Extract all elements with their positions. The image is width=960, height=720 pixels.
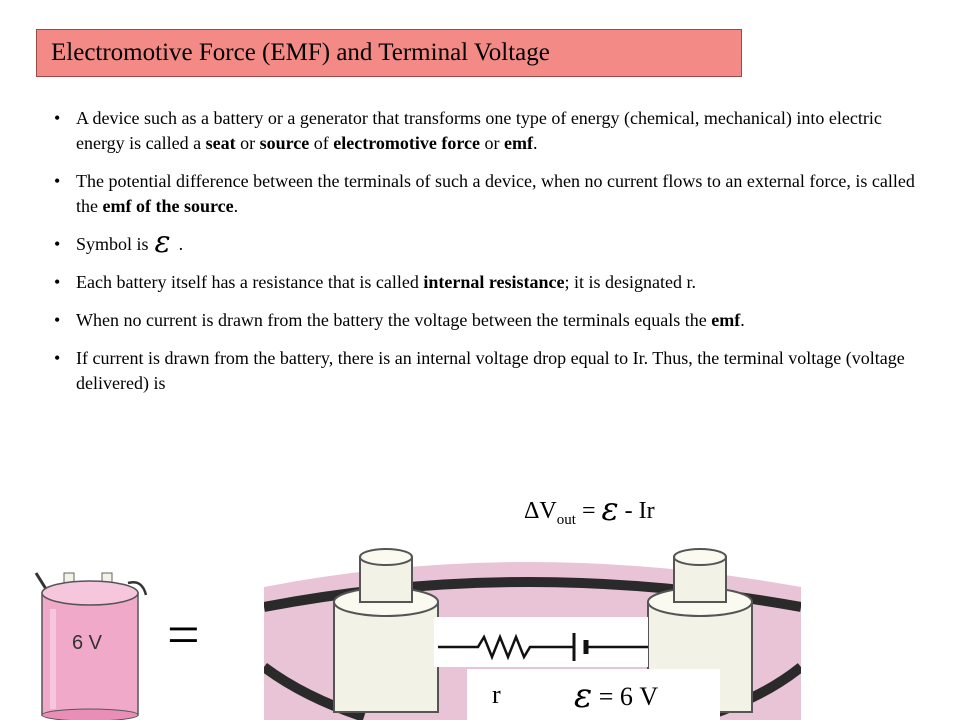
bullet-list: A device such as a battery or a generato… [50, 106, 930, 409]
bullet-terminal-voltage: If current is drawn from the battery, th… [50, 346, 930, 396]
bullet-no-current: When no current is drawn from the batter… [50, 308, 930, 333]
bullet-text: of [309, 133, 334, 153]
emf-symbol: ε [154, 225, 171, 260]
equation-emf-symbol: ε [601, 490, 619, 528]
equation-equals: = [575, 498, 602, 524]
battery-illustration: 6 V [34, 572, 148, 720]
terminal-voltage-equation: ΔVout = ε - Ir [524, 490, 655, 529]
bullet-text: When no current is drawn from the batter… [76, 310, 712, 330]
bullet-text: or [235, 133, 260, 153]
equation-rhs: - Ir [618, 498, 655, 524]
resistor-symbol [438, 633, 574, 661]
bullet-internal-resistance: Each battery itself has a resistance tha… [50, 270, 930, 295]
bullet-emf-definition: A device such as a battery or a generato… [50, 106, 930, 156]
bullet-symbol: Symbol isε. [50, 225, 930, 260]
term-emf: emf [504, 133, 534, 153]
bullet-text: The potential difference between the ter… [76, 171, 915, 216]
bullet-text: If current is drawn from the battery, th… [76, 348, 905, 393]
internal-resistance-label: r [492, 680, 501, 709]
term-source: source [259, 133, 310, 153]
slide-title: Electromotive Force (EMF) and Terminal V… [51, 39, 550, 66]
term-internal-resistance: internal resistance [423, 272, 565, 292]
bullet-text: . [233, 196, 239, 216]
battery-label: 6 V [72, 632, 103, 654]
bullet-text: or [480, 133, 505, 153]
equation-subscript: out [556, 511, 576, 528]
bullet-text: . [533, 133, 538, 153]
bullet-text: . [740, 310, 745, 330]
emf-label-symbol: ε [574, 676, 593, 716]
equation-delta-v: ΔV [524, 498, 557, 524]
internal-resistance-circuit [264, 547, 801, 720]
term-emf-of-source: emf of the source [102, 196, 234, 216]
equals-sign: = [167, 602, 200, 667]
bullet-text: ; it is designated r. [564, 272, 696, 292]
bullet-text: A device such as a battery or a generato… [76, 108, 882, 153]
bullet-text: . [178, 234, 184, 254]
bullet-text: Each battery itself has a resistance tha… [76, 272, 424, 292]
term-electromotive-force: electromotive force [333, 133, 481, 153]
emf-label-value: = 6 V [592, 682, 659, 711]
bullet-emf-of-source: The potential difference between the ter… [50, 169, 930, 219]
slide-title-box: Electromotive Force (EMF) and Terminal V… [36, 29, 742, 77]
term-emf: emf [711, 310, 741, 330]
emf-value-label: ε = 6 V [574, 676, 658, 716]
term-seat: seat [205, 133, 236, 153]
bullet-text: Symbol is [76, 234, 149, 254]
